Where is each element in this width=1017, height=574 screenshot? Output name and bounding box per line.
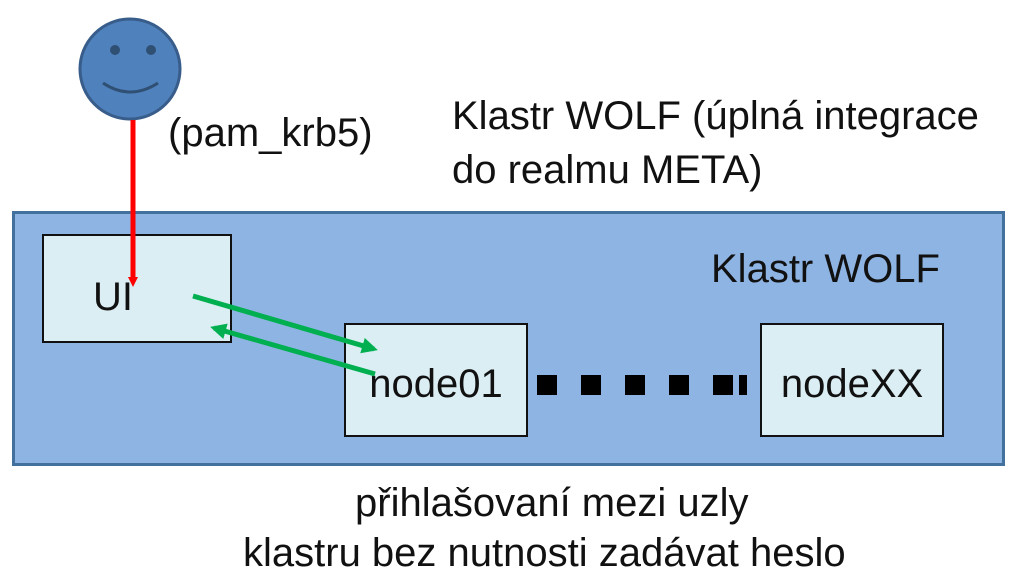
caption-line-2: klastru bez nutnosti zadávat heslo: [243, 531, 846, 574]
ellipsis-square: [581, 375, 601, 395]
cluster-label: Klastr WOLF: [711, 247, 940, 291]
ui-node: UI: [42, 234, 232, 343]
nodexx-box: nodeXX: [760, 323, 944, 437]
ellipsis-square: [625, 375, 645, 395]
smiley-face-icon: [78, 17, 182, 121]
caption-line-1: přihlašovaní mezi uzly: [355, 481, 749, 525]
outer-title-line-2: do realmu META): [452, 148, 763, 192]
outer-title-line-1: Klastr WOLF (úplná integrace: [452, 94, 979, 138]
ellipsis-square: [537, 375, 557, 395]
ellipsis-square: [713, 375, 733, 395]
ellipsis-square: [669, 375, 689, 395]
ssh-arrow-to-node: [192, 293, 378, 354]
nodexx-label: nodeXX: [780, 362, 924, 406]
ui-node-label: UI: [93, 274, 133, 319]
node01-label: node01: [369, 362, 503, 406]
ellipsis-squares: [537, 375, 747, 395]
ssh-arrow-to-ui: [210, 323, 376, 377]
pam-krb5-label: (pam_krb5): [168, 111, 373, 155]
ellipsis-square-partial: [739, 375, 747, 395]
